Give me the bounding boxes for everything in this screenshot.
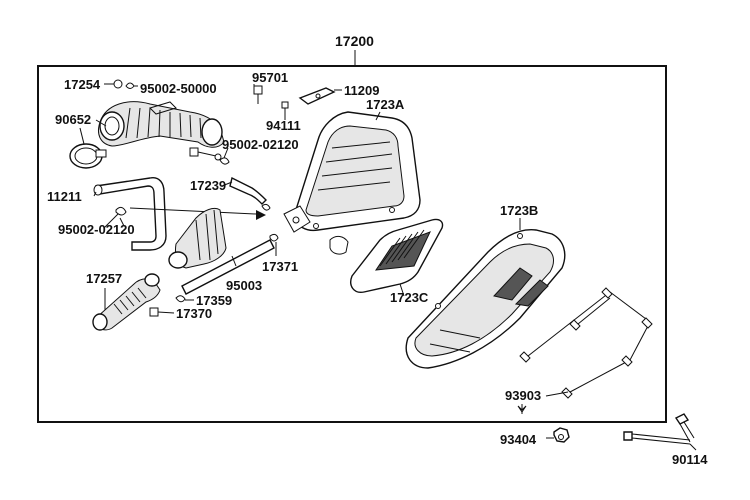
label-95002-50000: 95002-50000	[140, 81, 217, 96]
part-95701-bolt	[253, 85, 263, 104]
label-95002-02120-left: 95002-02120	[58, 222, 135, 237]
label-17254: 17254	[64, 77, 101, 92]
label-leaders	[93, 84, 569, 397]
label-11209: 11209	[344, 83, 379, 98]
label-90652: 90652	[55, 112, 91, 127]
cover-screw-leaders	[519, 287, 653, 399]
part-elbow-bracket	[168, 207, 227, 269]
label-90114: 90114	[672, 452, 708, 467]
part-duct-bolt	[189, 147, 222, 161]
part-17359-clip	[175, 295, 194, 303]
part-1723A-air-box	[283, 111, 421, 255]
part-17239-hose	[229, 176, 267, 205]
part-11209-bracket	[298, 87, 342, 105]
label-17200: 17200	[335, 33, 374, 49]
part-1723C-filter	[350, 218, 444, 293]
part-95002-02120-top-clip	[219, 147, 230, 165]
part-95002-02120-left-clip	[115, 206, 127, 227]
label-1723B: 1723B	[500, 203, 538, 218]
part-17370-screw	[149, 307, 175, 317]
part-90114-bolts	[623, 413, 697, 451]
label-11211: 11211	[47, 189, 82, 204]
part-1723B-cover	[405, 229, 566, 369]
part-17254-screw	[104, 79, 123, 89]
label-93903: 93903	[505, 388, 541, 403]
label-17359: 17359	[196, 293, 232, 308]
part-intake-duct	[98, 101, 225, 148]
part-17371-clip	[269, 233, 279, 256]
label-95002-02120-top: 95002-02120	[222, 137, 299, 152]
leader-1723A	[375, 111, 381, 121]
part-17257-corrugated-hose	[92, 273, 161, 331]
direction-arrow	[129, 207, 266, 220]
part-90652-clamp	[69, 127, 107, 169]
label-17239: 17239	[190, 178, 226, 193]
part-94111-nut	[281, 101, 289, 120]
label-93404: 93404	[500, 432, 537, 447]
part-93404-nut	[546, 427, 570, 443]
label-94111: 94111	[266, 118, 301, 133]
label-1723A: 1723A	[366, 97, 405, 112]
label-17371: 17371	[262, 259, 298, 274]
part-95002-50000-clip	[125, 82, 138, 89]
part-11211-hose	[93, 177, 167, 251]
assembly-frame	[37, 65, 667, 423]
label-17370: 17370	[176, 306, 212, 321]
label-1723C: 1723C	[390, 290, 429, 305]
label-95003: 95003	[226, 278, 262, 293]
part-upper-clip	[261, 203, 271, 211]
part-93903	[517, 404, 527, 414]
label-95701: 95701	[252, 70, 288, 85]
part-95003-hose	[181, 239, 275, 295]
label-17257: 17257	[86, 271, 122, 286]
